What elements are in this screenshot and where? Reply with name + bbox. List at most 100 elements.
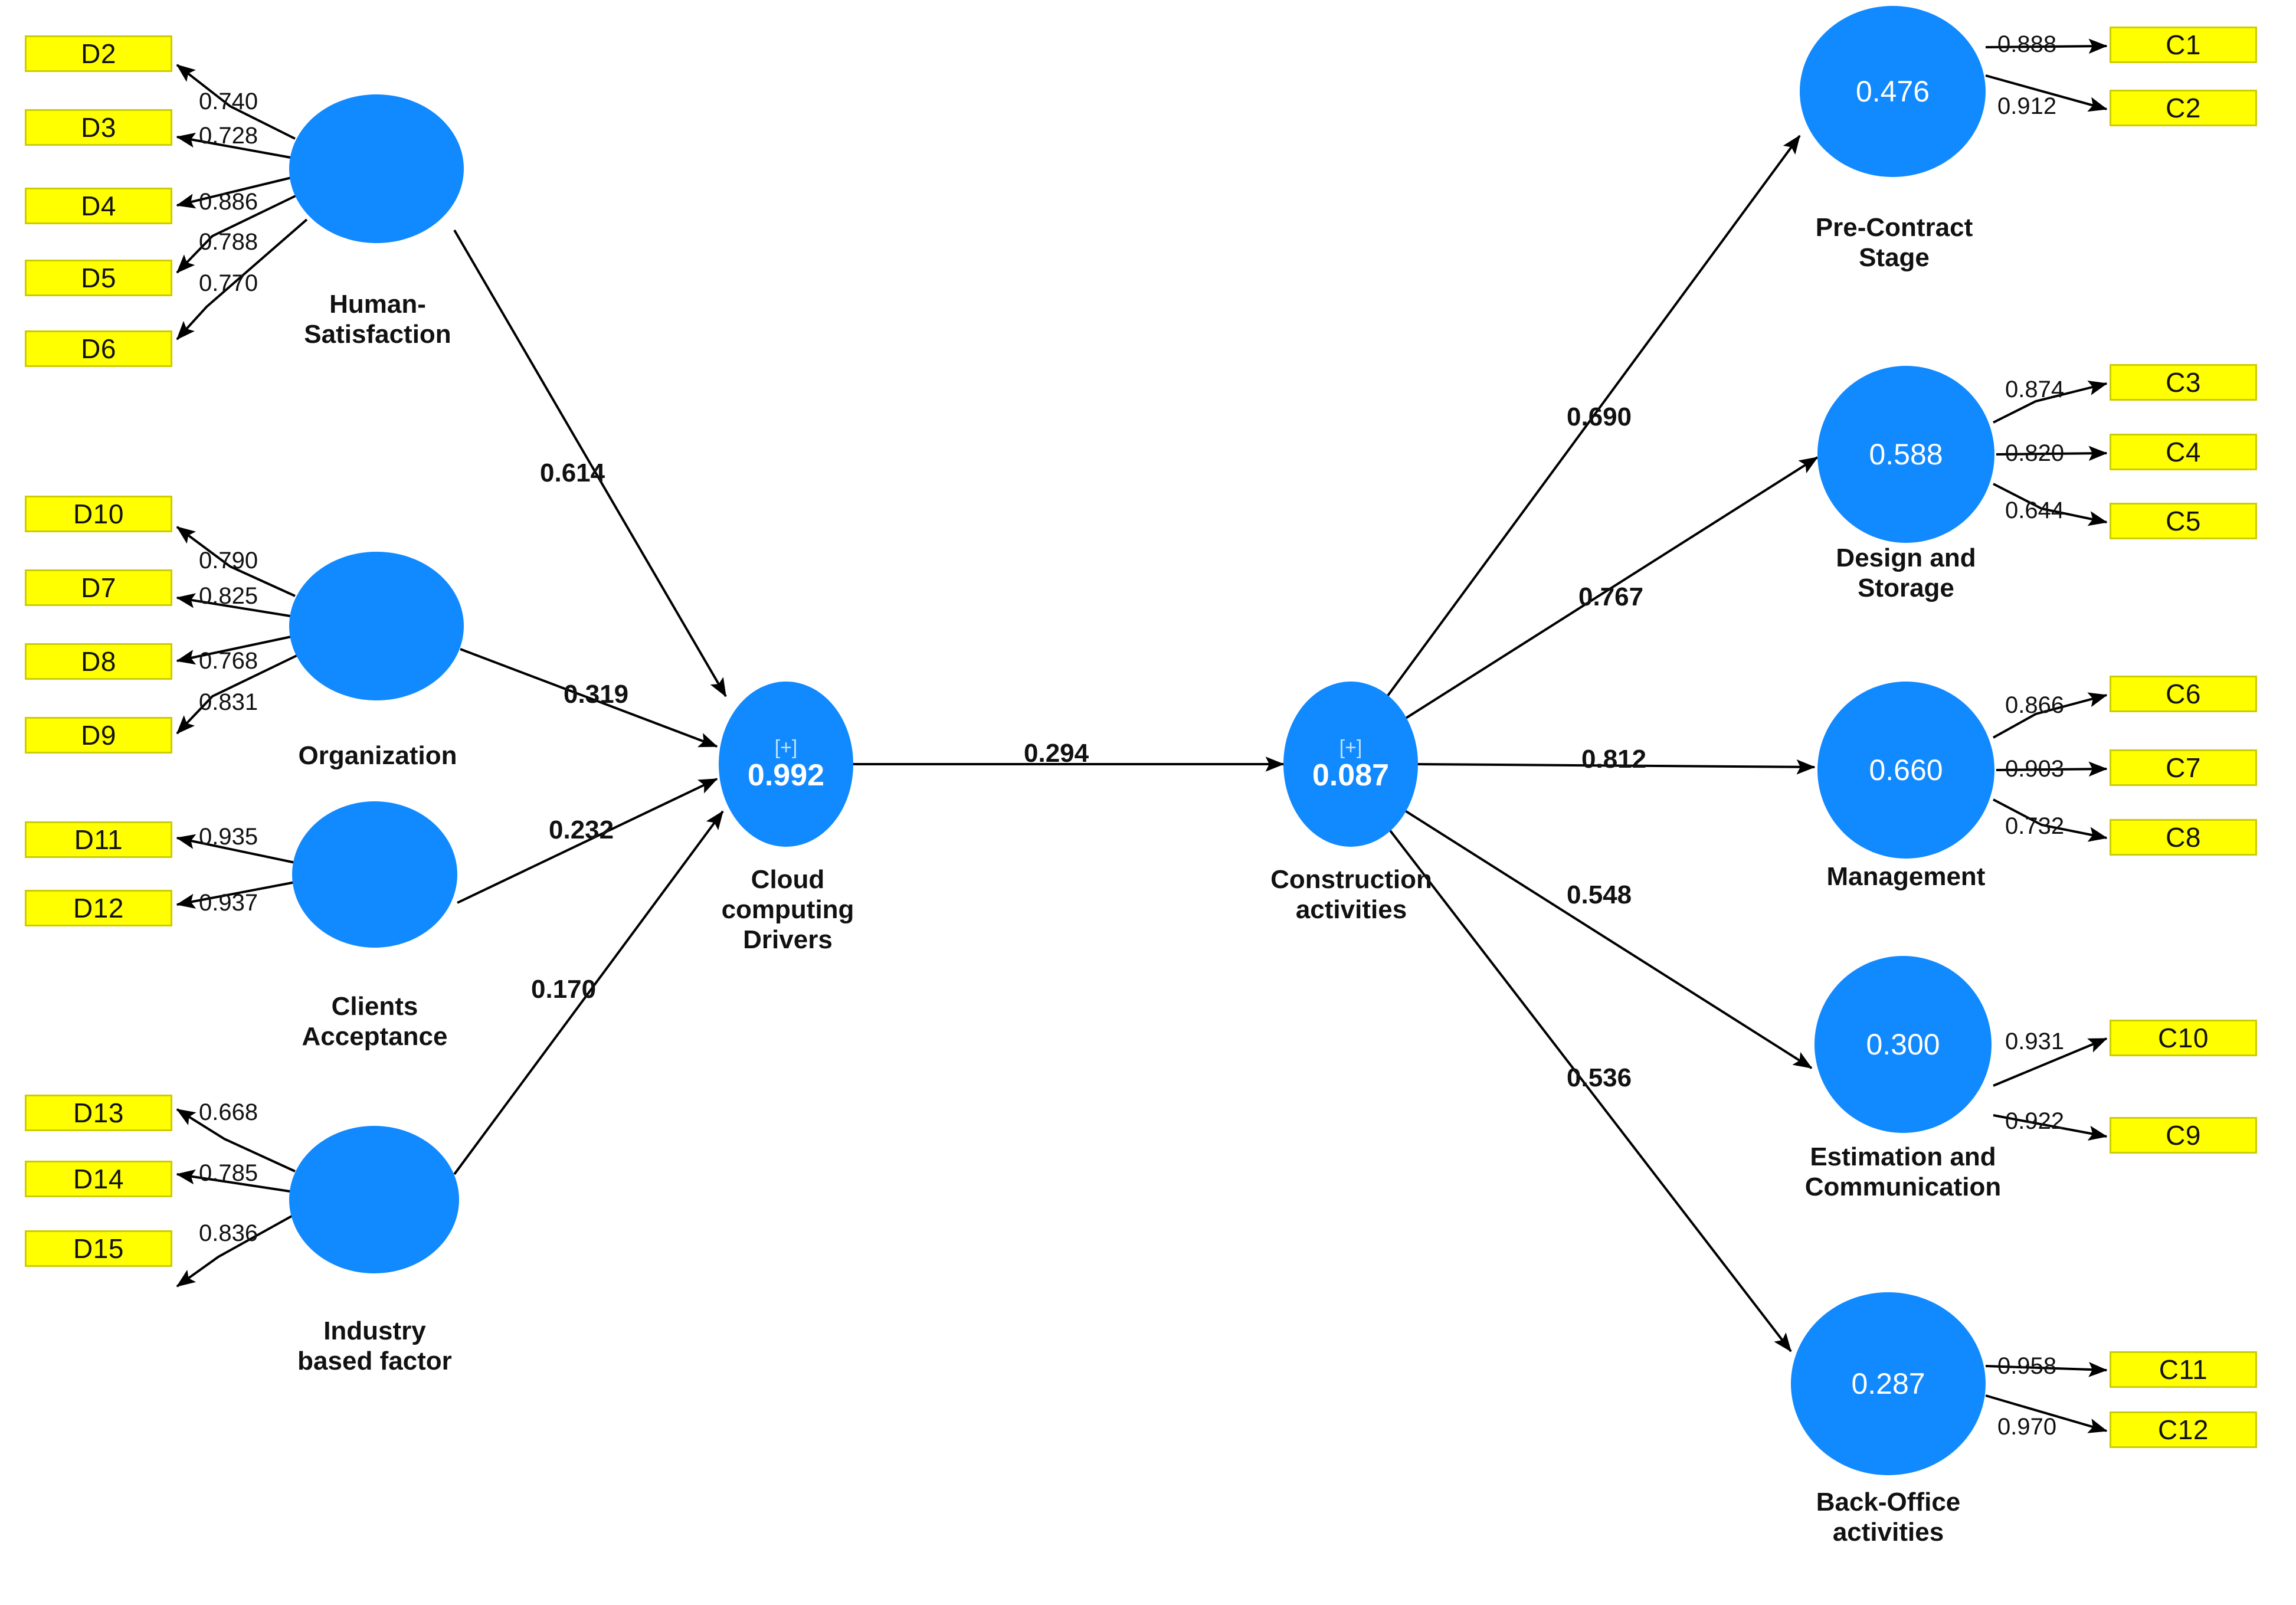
indicator-box-c7[interactable]: C7 [2110, 749, 2257, 786]
indicator-box-d8[interactable]: D8 [25, 643, 172, 680]
indicator-label: D6 [81, 333, 116, 364]
loading-label-d5: 0.788 [199, 229, 258, 255]
r-squared-value: 0.992 [747, 758, 825, 792]
path-coefficient-organization-to-cloud: 0.319 [564, 680, 629, 709]
indicator-label: D12 [73, 893, 124, 923]
loading-label-d4: 0.886 [199, 189, 258, 215]
indicator-box-d5[interactable]: D5 [25, 260, 172, 296]
indicator-box-c10[interactable]: C10 [2110, 1020, 2257, 1056]
latent-label-line2: Communication [1804, 1172, 2002, 1202]
indicator-box-c11[interactable]: C11 [2110, 1351, 2257, 1388]
r-squared-value: 0.300 [1866, 1028, 1940, 1061]
loading-label-d14: 0.785 [199, 1160, 258, 1186]
indicator-label: D10 [73, 499, 124, 529]
latent-label-human-satisfaction: Human- Satisfaction [260, 289, 496, 349]
indicator-label: C11 [2159, 1354, 2208, 1385]
latent-label-line2: Storage [1858, 574, 1954, 603]
indicator-box-c1[interactable]: C1 [2110, 27, 2257, 63]
loading-label-d9: 0.831 [199, 689, 258, 715]
latent-node-management[interactable]: 0.660 [1817, 682, 1994, 859]
indicator-box-c12[interactable]: C12 [2110, 1411, 2257, 1448]
loading-label-c8: 0.732 [2005, 813, 2065, 839]
indicator-box-d13[interactable]: D13 [25, 1095, 172, 1131]
latent-label-line1: Pre-Contract [1815, 213, 1973, 242]
path-coefficient-construction-to-estimation: 0.548 [1567, 880, 1632, 909]
loading-label-c4: 0.820 [2005, 440, 2065, 466]
loading-label-d12: 0.937 [199, 890, 258, 916]
latent-node-estimation-and-communication[interactable]: 0.300 [1814, 956, 1992, 1133]
indicator-label: D5 [81, 263, 116, 293]
latent-node-design-and-storage[interactable]: 0.588 [1817, 366, 1994, 543]
latent-label-line1: Back-Office [1816, 1488, 1961, 1516]
indicator-label: D9 [81, 720, 116, 751]
indicator-label: C9 [2166, 1120, 2201, 1151]
indicator-label: D14 [73, 1164, 124, 1194]
latent-node-clients-acceptance[interactable] [292, 801, 457, 948]
indicator-label: C2 [2166, 93, 2201, 123]
loading-label-d8: 0.768 [199, 648, 258, 674]
indicator-box-d14[interactable]: D14 [25, 1161, 172, 1197]
indicator-box-d15[interactable]: D15 [25, 1230, 172, 1267]
indicator-box-d12[interactable]: D12 [25, 890, 172, 926]
indicator-box-c6[interactable]: C6 [2110, 676, 2257, 712]
path-coefficient-human-satisfaction-to-cloud: 0.614 [540, 458, 605, 487]
loading-label-d3: 0.728 [199, 123, 258, 149]
loading-label-d15: 0.836 [199, 1220, 258, 1246]
latent-label-clients-acceptance: Clients Acceptance [257, 991, 493, 1052]
loading-label-c3: 0.874 [2005, 376, 2065, 402]
latent-label-line1: Industry [323, 1316, 426, 1345]
r-squared-value: 0.287 [1851, 1367, 1925, 1400]
latent-node-construction-activities[interactable]: [+] 0.087 [1283, 682, 1418, 847]
indicator-label: D7 [81, 572, 116, 603]
indicator-box-d11[interactable]: D11 [25, 821, 172, 858]
path-coefficient-construction-to-management: 0.812 [1581, 745, 1647, 774]
indicator-box-c9[interactable]: C9 [2110, 1117, 2257, 1154]
indicator-label: D8 [81, 646, 116, 677]
latent-node-pre-contract-stage[interactable]: 0.476 [1800, 6, 1986, 177]
indicator-box-c8[interactable]: C8 [2110, 819, 2257, 856]
indicator-box-d9[interactable]: D9 [25, 717, 172, 754]
latent-node-human-satisfaction[interactable] [289, 94, 464, 243]
indicator-box-d3[interactable]: D3 [25, 109, 172, 146]
latent-label-line1: Human- [329, 290, 426, 319]
indicator-label: C1 [2166, 30, 2201, 60]
indicator-box-d6[interactable]: D6 [25, 330, 172, 367]
indicator-label: D15 [73, 1233, 124, 1264]
path-coefficient-construction-to-back-office: 0.536 [1567, 1063, 1632, 1092]
loading-label-c7: 0.903 [2005, 756, 2065, 782]
indicator-box-c3[interactable]: C3 [2110, 364, 2257, 401]
indicator-box-d4[interactable]: D4 [25, 188, 172, 224]
latent-label-line2: activities [1832, 1518, 1944, 1547]
indicator-box-d10[interactable]: D10 [25, 496, 172, 532]
indicator-box-d7[interactable]: D7 [25, 569, 172, 606]
latent-label-construction-activities: Construction activities [1219, 864, 1484, 925]
r-squared-value: 0.476 [1855, 75, 1930, 108]
latent-node-industry-based-factor[interactable] [289, 1126, 459, 1273]
latent-node-cloud-computing-drivers[interactable]: [+] 0.992 [719, 682, 853, 847]
indicator-label: C10 [2158, 1023, 2209, 1053]
latent-label-management: Management [1782, 862, 2030, 892]
loading-label-c1: 0.888 [1997, 31, 2057, 57]
latent-label-line2: Acceptance [302, 1022, 448, 1052]
loading-label-c12: 0.970 [1997, 1414, 2057, 1440]
latent-node-organization[interactable] [289, 552, 464, 700]
loading-label-d7: 0.825 [199, 583, 258, 609]
indicator-box-c4[interactable]: C4 [2110, 434, 2257, 470]
latent-node-back-office-activities[interactable]: 0.287 [1791, 1292, 1986, 1475]
loading-label-c5: 0.644 [2005, 497, 2065, 523]
indicator-label: C4 [2166, 437, 2201, 467]
latent-label-line1: Construction [1270, 865, 1432, 894]
indicator-box-c2[interactable]: C2 [2110, 90, 2257, 126]
indicator-label: D4 [81, 191, 116, 221]
indicator-label: C5 [2166, 506, 2201, 536]
indicator-box-d2[interactable]: D2 [25, 35, 172, 72]
path-coefficient-cloud-to-construction: 0.294 [1024, 739, 1089, 768]
r-squared-value: 0.588 [1869, 438, 1943, 471]
loading-label-d13: 0.668 [199, 1099, 258, 1125]
loading-label-c2: 0.912 [1997, 93, 2057, 119]
indicator-box-c5[interactable]: C5 [2110, 503, 2257, 539]
latent-label-organization: Organization [260, 741, 496, 771]
latent-label-line2: based factor [297, 1347, 452, 1376]
latent-label-line1: Design and [1836, 543, 1976, 572]
latent-label-line3: Drivers [743, 925, 833, 955]
